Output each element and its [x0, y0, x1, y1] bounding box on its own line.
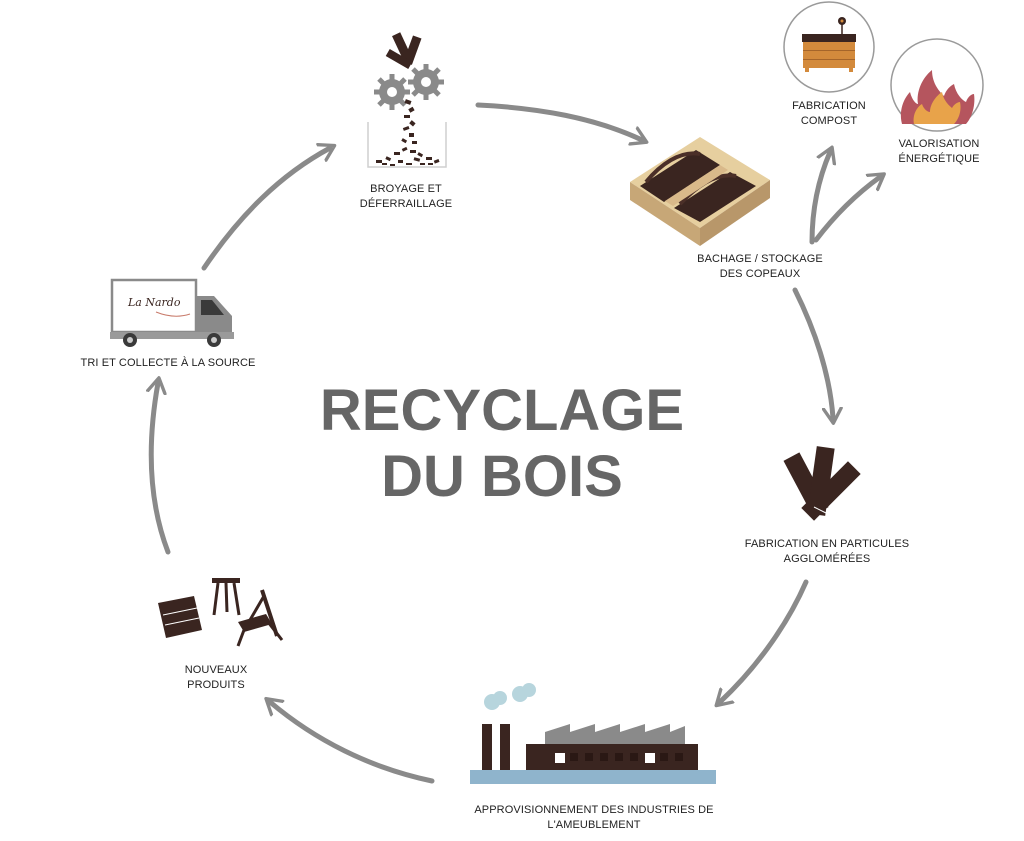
truck-icon: La Nardo — [110, 278, 234, 347]
label-approvisionnement-line2: L'AMEUBLEMENT — [547, 819, 641, 831]
label-broyage: BROYAGE ET DÉFERRAILLAGE — [346, 182, 466, 212]
label-compost: FABRICATION COMPOST — [784, 99, 874, 129]
crusher-gears-icon — [367, 32, 447, 168]
arrow-bachage-to-valorisation — [813, 177, 880, 243]
arrow-nouveaux-to-tri — [151, 383, 171, 555]
diagram-title-line-2: DU BOIS — [381, 444, 623, 509]
label-approvisionnement: APPROVISIONNEMENT DES INDUSTRIES DE L'AM… — [466, 803, 722, 833]
label-bachage-line2: DES COPEAUX — [719, 268, 801, 280]
label-compost-line1: FABRICATION — [792, 100, 866, 112]
label-tri-line1: TRI ET COLLECTE À LA SOURCE — [80, 357, 256, 369]
compost-box-icon — [783, 1, 875, 93]
label-compost-line2: COMPOST — [800, 115, 858, 127]
label-valorisation-line2: ÉNERGÉTIQUE — [898, 153, 980, 165]
label-bachage-line1: BACHAGE / STOCKAGE — [697, 253, 823, 265]
wood-planks-icon — [783, 446, 861, 521]
label-bachage: BACHAGE / STOCKAGE DES COPEAUX — [690, 252, 830, 282]
arrow-broyage-to-bachage — [475, 102, 642, 140]
arrow-particules-to-approvisionnement — [720, 579, 809, 702]
label-nouveaux-line2: PRODUITS — [187, 679, 245, 691]
label-particules-line1: FABRICATION EN PARTICULES — [744, 538, 910, 550]
label-approvisionnement-line1: APPROVISIONNEMENT DES INDUSTRIES DE — [474, 804, 714, 816]
arrow-tri-to-broyage — [201, 148, 330, 271]
label-valorisation: VALORISATION ÉNERGÉTIQUE — [889, 137, 989, 167]
furniture-icon — [158, 578, 284, 647]
label-nouveaux-line1: NOUVEAUX — [184, 664, 248, 676]
arrow-bachage-to-compost — [809, 152, 830, 245]
factory-icon — [470, 683, 716, 784]
flame-icon — [890, 38, 984, 132]
diagram-title-line-1: RECYCLAGE — [319, 378, 685, 443]
chip-storage-bins-icon — [630, 137, 770, 246]
label-broyage-line1: BROYAGE ET — [370, 183, 442, 195]
truck-logo: La Nardo — [127, 296, 181, 309]
label-particules: FABRICATION EN PARTICULES AGGLOMÉRÉES — [742, 537, 912, 567]
label-valorisation-line1: VALORISATION — [898, 138, 980, 150]
arrow-bachage-to-particules — [792, 287, 833, 418]
label-broyage-line2: DÉFERRAILLAGE — [359, 198, 453, 210]
arrow-approvisionnement-to-nouveaux — [270, 702, 435, 784]
label-tri: TRI ET COLLECTE À LA SOURCE — [78, 356, 258, 371]
label-particules-line2: AGGLOMÉRÉES — [783, 553, 871, 565]
label-nouveaux: NOUVEAUX PRODUITS — [176, 663, 256, 693]
